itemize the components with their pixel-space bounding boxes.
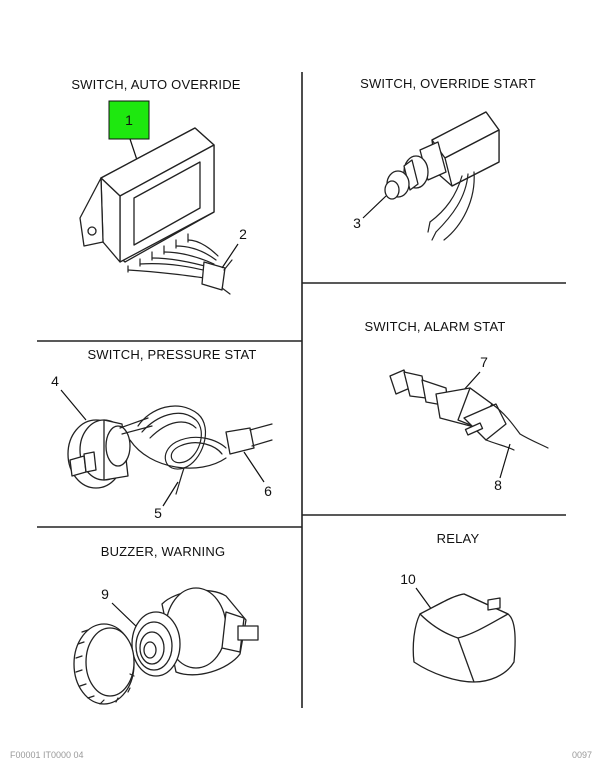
footer-left: F00001 IT0000 04: [10, 750, 84, 760]
panel-override-start: SWITCH, OVERRIDE START 3: [353, 76, 536, 241]
panel-auto-override: SWITCH, AUTO OVERRIDE 1 2: [71, 77, 247, 295]
leader-8: [499, 443, 511, 479]
callout-2: 2: [239, 226, 247, 242]
panel-title-relay: RELAY: [437, 531, 480, 546]
callout-1: 1: [125, 112, 133, 128]
callout-8: 8: [494, 477, 502, 493]
leader-6: [243, 451, 265, 483]
leader-3: [362, 195, 387, 219]
buzzer-icon: [73, 587, 259, 705]
leader-4: [60, 389, 87, 421]
panel-title-buzzer: BUZZER, WARNING: [101, 544, 226, 559]
highlight-box[interactable]: [108, 100, 150, 140]
panel-relay: RELAY 10: [400, 531, 516, 683]
callout-5: 5: [154, 505, 162, 521]
leader-2: [221, 243, 239, 269]
panel-title-override-start: SWITCH, OVERRIDE START: [360, 76, 536, 91]
leader-9: [111, 602, 141, 631]
auto-override-switch-icon: [79, 127, 233, 295]
callout-4: 4: [51, 373, 59, 389]
footer-right: 0097: [572, 750, 592, 760]
leader-5: [162, 481, 179, 507]
panel-title-pressure-stat: SWITCH, PRESSURE STAT: [87, 347, 256, 362]
pressure-stat-switch-icon: [67, 405, 273, 495]
callout-10: 10: [400, 571, 416, 587]
relay-icon: [412, 593, 516, 683]
callout-9: 9: [101, 586, 109, 602]
panel-title-auto-override: SWITCH, AUTO OVERRIDE: [71, 77, 240, 92]
leader-10: [415, 587, 433, 611]
callout-7: 7: [480, 354, 488, 370]
callout-3: 3: [353, 215, 361, 231]
panel-alarm-stat: SWITCH, ALARM STAT 7 8: [364, 319, 549, 493]
panel-pressure-stat: SWITCH, PRESSURE STAT 4 5 6: [51, 347, 273, 521]
alarm-stat-switch-icon: [389, 369, 549, 451]
override-start-switch-icon: [384, 111, 500, 241]
panel-buzzer: BUZZER, WARNING 9: [73, 544, 259, 705]
panel-title-alarm-stat: SWITCH, ALARM STAT: [364, 319, 505, 334]
leader-1: [129, 138, 138, 161]
callout-6: 6: [264, 483, 272, 499]
